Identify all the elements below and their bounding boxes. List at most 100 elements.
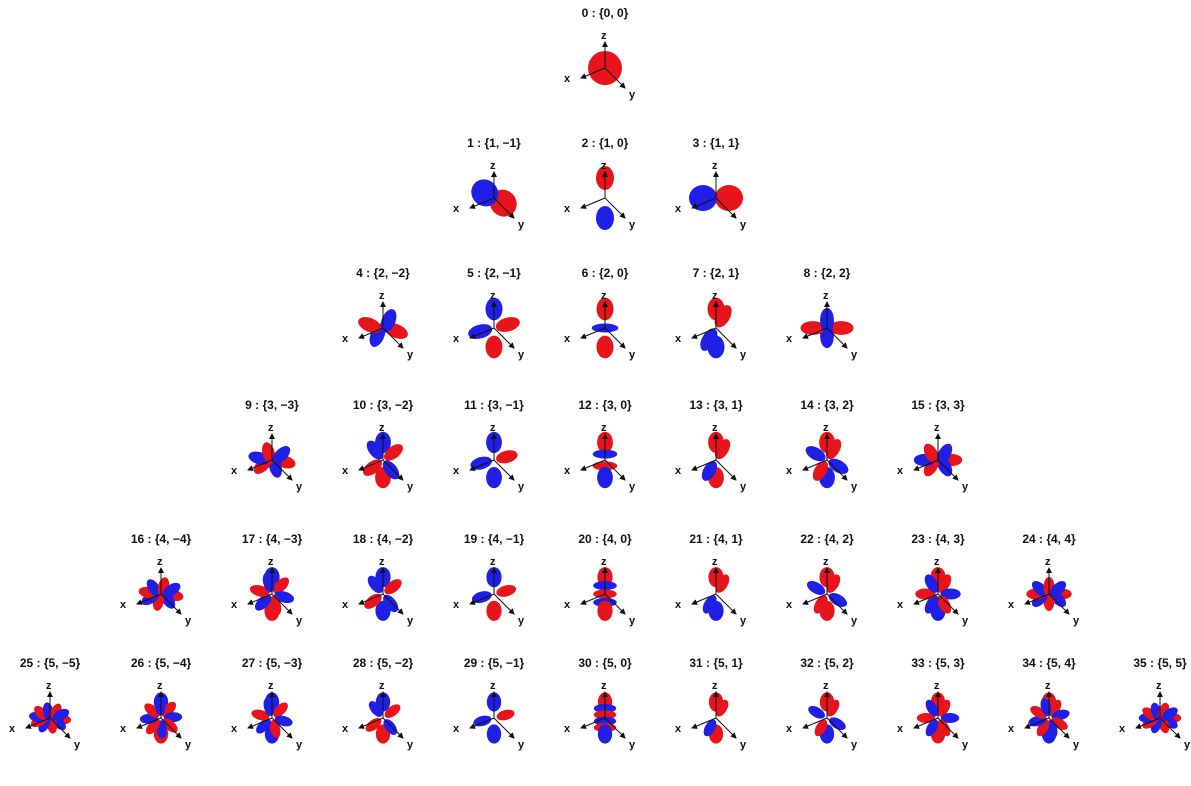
axis-4-7-y-label: y bbox=[962, 615, 969, 627]
harmonic-label: 8 : {2, 2} bbox=[803, 266, 851, 280]
axis-3-0-y-arrow bbox=[271, 459, 293, 481]
orbital-plot: zxy bbox=[453, 422, 525, 493]
orbital-4-4-lobe-4 bbox=[597, 600, 613, 621]
axis-5-9-y-arrow bbox=[1048, 717, 1070, 739]
axis-4-4-x-arrow bbox=[580, 593, 606, 605]
orbital-3-1-lobe-2 bbox=[384, 444, 403, 461]
orbital-plot: zxy bbox=[786, 556, 858, 627]
orbital-5-4-lobe-1 bbox=[486, 724, 502, 744]
axis-5-0-x-arrow bbox=[25, 717, 51, 729]
axis-2-1-x-arrow bbox=[469, 327, 495, 339]
axis-2-3-y-label: y bbox=[740, 349, 747, 361]
axis-5-4-y-label: y bbox=[518, 739, 525, 751]
axis-1-0-x-arrow bbox=[469, 197, 495, 209]
axis-5-3-y-label: y bbox=[407, 739, 414, 751]
axis-4-3-x-label: x bbox=[453, 599, 460, 611]
axis-5-5-x-arrow bbox=[580, 717, 606, 729]
axis-4-5-x-label: x bbox=[675, 599, 682, 611]
orbital-plot: zxy bbox=[342, 556, 414, 627]
axis-1-1-y-label: y bbox=[629, 219, 636, 231]
orbital-5-3-lobe-2 bbox=[384, 704, 401, 718]
axis-5-0-z-label: z bbox=[46, 680, 52, 692]
axis-1-2-z-label: z bbox=[712, 160, 718, 172]
axis-1-0-y-arrow bbox=[493, 197, 515, 219]
orbital-plot: zxy bbox=[564, 680, 636, 751]
harmonic-label: 12 : {3, 0} bbox=[578, 398, 632, 412]
orbital-3-2-lobe-2 bbox=[496, 450, 518, 464]
orbital-1-1-lobe-1 bbox=[596, 206, 614, 230]
orbital-5-1-lobe-9 bbox=[155, 697, 166, 716]
orbital-3-5-lobe-2 bbox=[825, 439, 842, 460]
axis-5-1-x-arrow bbox=[136, 717, 162, 729]
orbital-4-5-lobe-3 bbox=[702, 595, 717, 614]
axis-5-9-z-label: z bbox=[1045, 680, 1051, 692]
harmonic-label: 2 : {1, 0} bbox=[581, 136, 629, 150]
axis-5-2-x-arrow bbox=[247, 717, 273, 729]
axis-2-0-y-label: y bbox=[407, 349, 414, 361]
orbital-2-3-lobe-3 bbox=[700, 328, 718, 351]
orbital-plot: zxy bbox=[675, 290, 747, 361]
orbital-plot: zxy bbox=[564, 160, 636, 231]
axis-3-5-z-label: z bbox=[823, 422, 829, 434]
axis-5-2-x-label: x bbox=[231, 723, 238, 735]
axis-5-2-z-label: z bbox=[268, 680, 274, 692]
orbital-4-3-lobe-1 bbox=[486, 600, 502, 621]
axis-4-2-x-label: x bbox=[342, 599, 349, 611]
orbital-5-3-lobe-4 bbox=[365, 718, 382, 732]
axis-5-10-y-label: y bbox=[1184, 739, 1191, 751]
orbital-3-6-lobe-5 bbox=[936, 443, 953, 464]
orbital-plot: zxy bbox=[1008, 556, 1080, 627]
axis-2-0-y-arrow bbox=[382, 327, 404, 349]
axis-4-2-z-label: z bbox=[379, 556, 385, 568]
axis-1-1-y-arrow bbox=[604, 197, 626, 219]
orbital-5-6-lobe-2 bbox=[715, 699, 729, 717]
orbital-4-7-lobe-2 bbox=[937, 574, 952, 593]
axis-3-2-y-arrow bbox=[493, 459, 515, 481]
orbital-3-2-lobe-3 bbox=[470, 456, 492, 470]
orbital-4-7-lobe-4 bbox=[937, 595, 952, 614]
orbital-5-1-lobe-2 bbox=[161, 701, 177, 718]
orbital-5-2-lobe-2 bbox=[273, 702, 288, 718]
orbital-plot: zxy bbox=[231, 680, 303, 751]
axis-4-1-y-arrow bbox=[271, 593, 293, 615]
axis-3-3-z-label: z bbox=[601, 422, 607, 434]
orbital-plot: zxy bbox=[120, 556, 192, 627]
axis-5-7-y-label: y bbox=[851, 739, 858, 751]
harmonic-label: 22 : {4, 2} bbox=[800, 532, 854, 546]
axis-1-1-x-arrow bbox=[580, 197, 606, 209]
orbital-5-7-lobe-3 bbox=[829, 717, 846, 731]
axis-4-2-x-arrow bbox=[358, 593, 384, 605]
axis-4-1-x-arrow bbox=[247, 593, 273, 605]
axis-5-8-y-arrow bbox=[937, 717, 959, 739]
axis-5-9-x-arrow bbox=[1024, 717, 1050, 729]
orbital-plot: zxy bbox=[786, 680, 858, 751]
axis-2-1-x-label: x bbox=[453, 333, 460, 345]
orbital-3-3-lobe-2 bbox=[592, 461, 618, 471]
orbital-1-2-lobe-0 bbox=[715, 185, 743, 211]
axis-5-10-y-arrow bbox=[1159, 717, 1181, 739]
axis-5-8-z-label: z bbox=[934, 680, 940, 692]
axis-4-8-y-arrow bbox=[1048, 593, 1070, 615]
axis-3-1-x-label: x bbox=[342, 465, 349, 477]
orbital-2-0-lobe-3 bbox=[380, 309, 397, 333]
axis-5-5-x-label: x bbox=[564, 723, 571, 735]
harmonic-label: 35 : {5, 5} bbox=[1133, 656, 1187, 670]
axis-3-1-y-label: y bbox=[407, 481, 414, 493]
axis-5-6-x-arrow bbox=[691, 717, 717, 729]
axis-5-10-x-label: x bbox=[1119, 723, 1126, 735]
axis-5-6-y-arrow bbox=[715, 717, 737, 739]
orbital-3-1-lobe-5 bbox=[366, 440, 384, 460]
orbital-plot: zxy bbox=[675, 422, 747, 493]
orbital-plot: zxy bbox=[453, 160, 525, 231]
axis-4-7-y-arrow bbox=[937, 593, 959, 615]
axis-1-2-y-label: y bbox=[740, 219, 747, 231]
orbital-2-2-lobe-2 bbox=[596, 335, 614, 359]
